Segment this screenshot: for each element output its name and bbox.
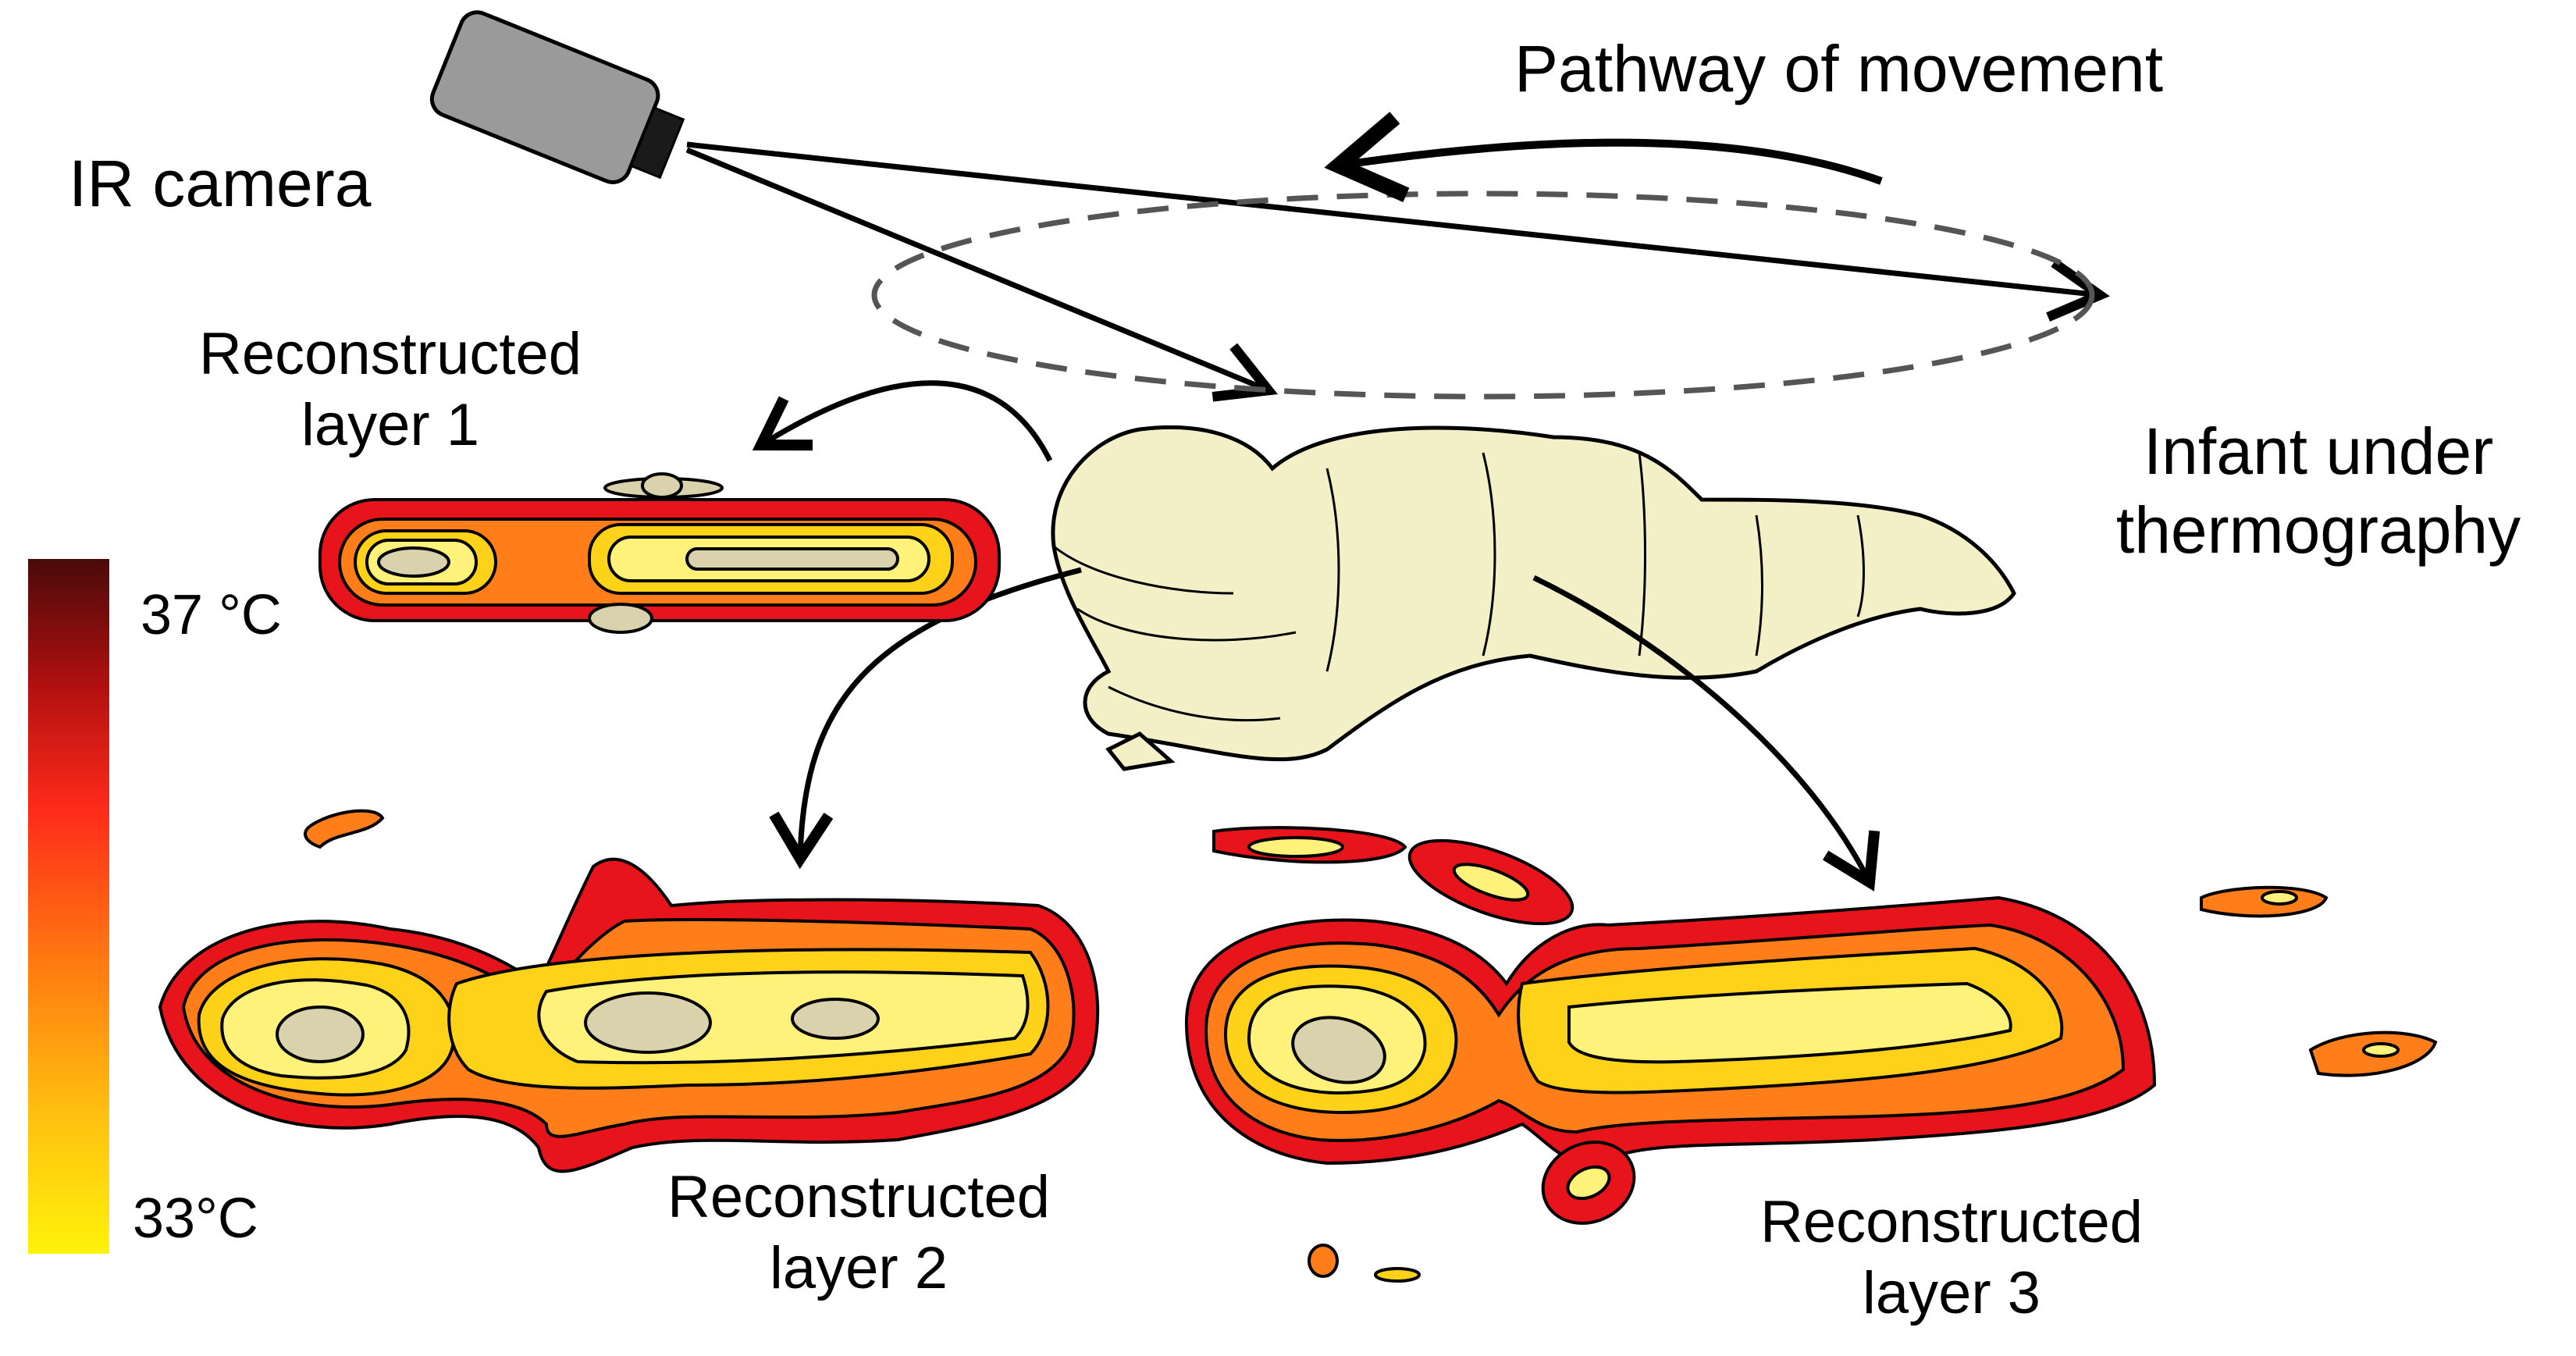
movement-pathway-ellipse	[871, 190, 2095, 400]
infant-model	[1051, 425, 2016, 771]
layer-2-label-line-2: layer 2	[769, 1235, 948, 1302]
layer-3-label: Reconstructed layer 3	[1686, 1187, 2217, 1329]
layer-3-label-line-2: layer 3	[1862, 1260, 2041, 1327]
arrow-to-layer-3	[1532, 575, 1880, 892]
colorbar-max-label: 37 °C	[141, 584, 282, 646]
colorbar-min-label: 33°C	[133, 1187, 258, 1250]
pathway-arrow	[1324, 112, 1883, 202]
layer-1-label: Reconstructed layer 1	[133, 319, 648, 461]
infant-label-line-2: thermography	[2115, 493, 2521, 567]
view-line-near	[685, 147, 1278, 402]
ir-camera-label: IR camera	[69, 147, 372, 220]
pathway-label: Pathway of movement	[1514, 32, 2164, 105]
colorbar	[28, 559, 109, 1254]
layer-2-label-line-1: Reconstructed	[667, 1164, 1051, 1230]
thermogram-layer-3	[1184, 826, 2438, 1283]
layer-3-label-line-1: Reconstructed	[1759, 1189, 2144, 1255]
thermogram-layer-2	[158, 809, 1100, 1173]
arrow-to-layer-1	[752, 380, 1053, 462]
layer-2-label: Reconstructed layer 2	[593, 1162, 1124, 1304]
arrow-to-layer-2	[769, 567, 1082, 870]
ir-camera-icon	[429, 10, 685, 184]
view-line-far	[686, 141, 2110, 322]
layer-1-label-line-1: Reconstructed	[198, 321, 582, 387]
infant-label: Infant under thermography	[2061, 412, 2576, 570]
infant-label-line-1: Infant under	[2143, 415, 2494, 488]
layer-1-label-line-2: layer 1	[301, 392, 480, 459]
thermogram-layer-1	[318, 472, 1001, 634]
